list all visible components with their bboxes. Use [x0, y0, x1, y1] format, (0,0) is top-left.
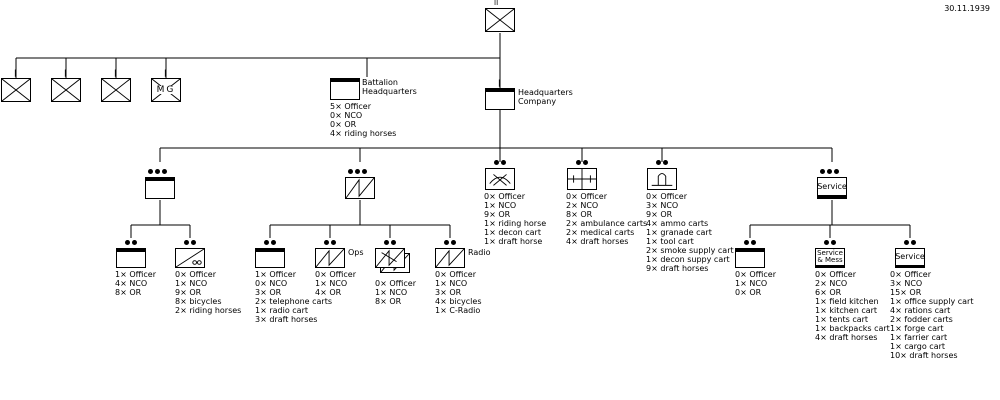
signals-platoon-symbol[interactable]	[345, 177, 375, 199]
echelon-marker: |	[498, 79, 501, 87]
service-hq-stats: 0× Officer 1× NCO 0× OR	[735, 270, 776, 297]
mess-label: Service & Mess	[817, 249, 843, 264]
hq-section-symbol[interactable]	[116, 248, 146, 268]
platoon-marker	[348, 169, 367, 174]
ops-stats: 0× Officer 1× NCO 4× OR	[315, 270, 356, 297]
supply-section-symbol[interactable]: Service	[895, 248, 925, 268]
medical-stats: 0× Officer 2× NCO 8× OR 2× ambulance car…	[566, 192, 648, 246]
bicycle-icon	[176, 249, 204, 267]
radio-section-symbol[interactable]	[435, 248, 465, 268]
battalion-hq-title: Battalion Headquarters	[362, 78, 417, 96]
engineer-stats: 0× Officer 1× NCO 9× OR 1× riding horse …	[484, 192, 547, 246]
section-marker	[384, 240, 396, 245]
section-marker	[494, 160, 506, 165]
rifle-company-3-symbol[interactable]	[101, 78, 131, 102]
section-marker	[264, 240, 276, 245]
section-marker	[444, 240, 456, 245]
medical-section-symbol[interactable]	[567, 168, 597, 190]
cross-icon	[102, 79, 130, 101]
section-marker	[125, 240, 137, 245]
battalion-hq-symbol[interactable]	[330, 78, 360, 100]
section-marker	[656, 160, 668, 165]
platoon-marker	[820, 169, 839, 174]
hq-company-title: Headquarters Company	[518, 88, 573, 106]
chart-date: 30.11.1939	[944, 4, 990, 13]
signals-zigzag-icon	[316, 249, 344, 267]
wire-section-symbol[interactable]	[375, 248, 405, 268]
echelon-marker: II	[494, 0, 499, 7]
section-marker	[184, 240, 196, 245]
service-label: Service	[817, 181, 847, 191]
medical-cross-icon	[568, 169, 596, 189]
signals-zigzag-icon	[346, 178, 374, 198]
service-platoon-symbol[interactable]: Service	[817, 177, 847, 199]
mg-label: MG	[155, 85, 177, 95]
echelon-marker: |	[164, 69, 167, 77]
ops-section-symbol[interactable]	[315, 248, 345, 268]
section-marker	[824, 240, 836, 245]
cross-icon	[2, 79, 30, 101]
ammo-section-symbol[interactable]	[647, 168, 677, 190]
radio-stats: 0× Officer 1× NCO 3× OR 4× bicycles 1× C…	[435, 270, 482, 315]
echelon-marker: |	[64, 69, 67, 77]
rifle-company-1-symbol[interactable]	[1, 78, 31, 102]
mess-stats: 0× Officer 2× NCO 6× OR 1× field kitchen…	[815, 270, 890, 342]
section-marker	[904, 240, 916, 245]
cyclist-stats: 0× Officer 1× NCO 9× OR 8× bicycles 2× r…	[175, 270, 242, 315]
ammunition-icon	[651, 173, 673, 186]
wire-stats: 0× Officer 1× NCO 8× OR	[375, 279, 416, 306]
engineer-section-symbol[interactable]	[485, 168, 515, 190]
section-marker	[576, 160, 588, 165]
engineer-arc-icon	[489, 174, 511, 186]
echelon-marker: |	[14, 69, 17, 77]
cyclist-section-symbol[interactable]	[175, 248, 205, 268]
service-hq-symbol[interactable]	[735, 248, 765, 268]
section-marker	[324, 240, 336, 245]
wire-signals-icon	[376, 249, 404, 267]
cross-icon	[486, 9, 514, 31]
supply-label: Service	[895, 252, 925, 261]
hq-company-symbol[interactable]	[485, 88, 515, 110]
battalion-hq-stats: 5× Officer 0× NCO 0× OR 4× riding horses	[330, 102, 397, 138]
radio-label: Radio	[468, 248, 491, 257]
ammo-stats: 0× Officer 3× NCO 9× OR 4× ammo carts 1×…	[646, 192, 734, 273]
ops-label: Ops	[348, 248, 364, 257]
hq-section-stats: 1× Officer 4× NCO 8× OR	[115, 270, 156, 297]
mess-section-symbol[interactable]: Service & Mess	[815, 248, 845, 268]
cross-icon	[52, 79, 80, 101]
hq-platoon-symbol[interactable]	[145, 177, 175, 199]
platoon-marker	[148, 169, 167, 174]
signals-zigzag-icon	[436, 249, 464, 267]
battalion-symbol[interactable]	[485, 8, 515, 32]
mg-company-symbol[interactable]: MG	[151, 78, 181, 102]
signals-hq-stats: 1× Officer 0× NCO 3× OR 2× telephone car…	[255, 270, 333, 324]
rifle-company-2-symbol[interactable]	[51, 78, 81, 102]
signals-hq-symbol[interactable]	[255, 248, 285, 268]
section-marker	[744, 240, 756, 245]
supply-stats: 0× Officer 3× NCO 15× OR 1× office suppl…	[890, 270, 974, 360]
echelon-marker: |	[114, 69, 117, 77]
